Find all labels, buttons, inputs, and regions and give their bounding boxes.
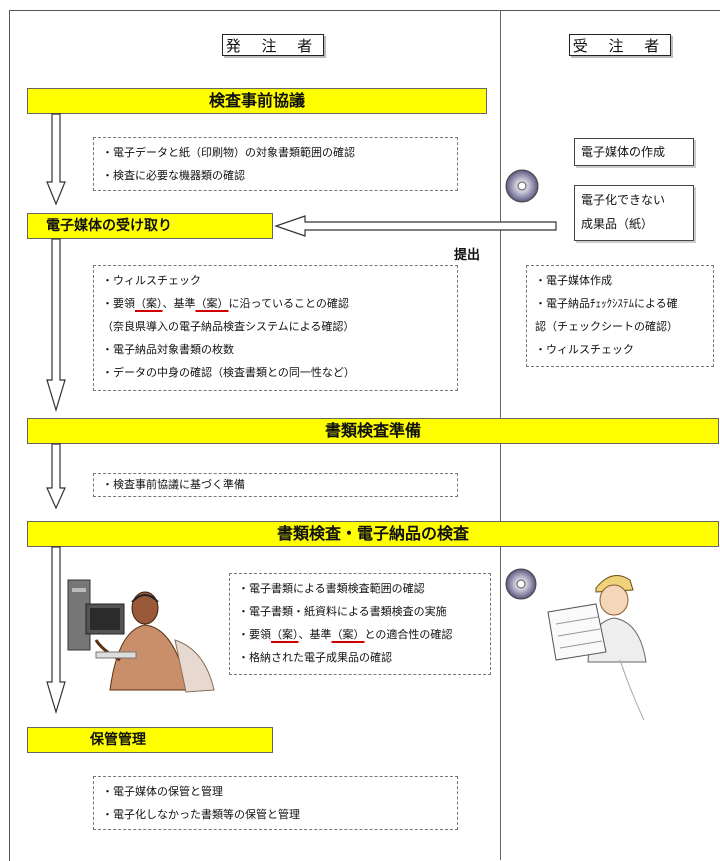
cd-disc-icon bbox=[505, 169, 539, 203]
contractor-checklist: ・電子媒体作成 ・電子納品ﾁｪｯｸｼｽﾃﾑによる確 認（チェックシートの確認） … bbox=[526, 265, 714, 367]
prep-checklist: ・検査事前協議に基づく準備 bbox=[93, 473, 458, 497]
checklist-item: ・データの中身の確認（検査書類との同一性など） bbox=[102, 366, 355, 379]
diagram-frame bbox=[9, 10, 720, 861]
checklist-item: ・検査事前協議に基づく準備 bbox=[102, 478, 245, 491]
down-arrow-4 bbox=[46, 546, 66, 715]
receive-media-checklist: ・ウィルスチェック ・要領（案）、基準（案）に沿っていることの確認 （奈良県導入… bbox=[93, 265, 458, 391]
checklist-item: ・電子化しなかった書類等の保管と管理 bbox=[102, 808, 300, 821]
pre-meeting-checklist: ・電子データと紙（印刷物）の対象書類範囲の確認 ・検査に必要な機器類の確認 bbox=[93, 137, 458, 191]
orderer-header: 発 注 者 bbox=[222, 34, 324, 56]
phase-inspection: 書類検査・電子納品の検査 bbox=[27, 521, 719, 547]
checklist-item: ・電子納品ﾁｪｯｸｼｽﾃﾑによる確 bbox=[535, 297, 678, 310]
checklist-item: ・電子媒体の保管と管理 bbox=[102, 785, 223, 798]
checklist-item: ・ウィルスチェック bbox=[102, 274, 201, 287]
checklist-item: ・ウィルスチェック bbox=[535, 343, 634, 356]
phase-pre-meeting: 検査事前協議 bbox=[27, 88, 487, 114]
text-segment: 、基準 bbox=[162, 297, 196, 310]
contractor-paper-deliverables: 電子化できない 成果品（紙） bbox=[574, 185, 694, 241]
storage-checklist: ・電子媒体の保管と管理 ・電子化しなかった書類等の保管と管理 bbox=[93, 776, 458, 830]
phase-document-prep: 書類検査準備 bbox=[27, 418, 719, 444]
paper-deliverables-line: 成果品（紙） bbox=[581, 217, 654, 231]
draft-term-underlined: （案） bbox=[195, 297, 229, 310]
paper-deliverables-line: 電子化できない bbox=[581, 193, 666, 207]
checklist-item: ・検査に必要な機器類の確認 bbox=[102, 169, 245, 182]
checklist-item: ・電子媒体作成 bbox=[535, 274, 612, 287]
cd-disc-icon bbox=[505, 568, 537, 600]
checklist-note: （奈良県導入の電子納品検査システムによる確認） bbox=[102, 320, 355, 333]
checklist-item: ・電子書類による書類検査範囲の確認 bbox=[238, 582, 425, 595]
phase-receive-media: 電子媒体の受け取り bbox=[27, 213, 273, 239]
checklist-item: ・電子納品対象書類の枚数 bbox=[102, 343, 234, 356]
phase-storage: 保管管理 bbox=[27, 727, 273, 753]
draft-term-underlined: （案） bbox=[331, 628, 365, 641]
checklist-item: ・格納された電子成果品の確認 bbox=[238, 651, 392, 664]
inspection-checklist: ・電子書類による書類検査範囲の確認 ・電子書類・紙資料による書類検査の実施 ・要… bbox=[229, 573, 491, 675]
contractor-create-media-label: 電子媒体の作成 bbox=[581, 145, 666, 159]
down-arrow-1 bbox=[46, 113, 66, 206]
submit-arrow-left bbox=[274, 215, 557, 237]
checklist-item: ・要領（案）、基準（案）に沿っていることの確認 bbox=[102, 292, 449, 315]
text-segment: ・要領 bbox=[102, 297, 135, 310]
text-segment: ・要領 bbox=[238, 628, 271, 641]
checklist-item: 認（チェックシートの確認） bbox=[535, 320, 678, 333]
draft-term-underlined: （案） bbox=[271, 628, 299, 641]
checklist-item: ・電子データと紙（印刷物）の対象書類範囲の確認 bbox=[102, 146, 355, 159]
draft-term-underlined: （案） bbox=[135, 297, 163, 310]
down-arrow-2 bbox=[46, 238, 66, 413]
contractor-create-media: 電子媒体の作成 bbox=[574, 138, 694, 166]
worker-with-blueprint-illustration bbox=[547, 575, 647, 721]
text-segment: との適合性の確認 bbox=[364, 628, 453, 641]
submit-label: 提出 bbox=[454, 248, 481, 263]
down-arrow-3 bbox=[46, 443, 66, 510]
person-at-computer-illustration bbox=[67, 579, 215, 693]
checklist-item: ・電子書類・紙資料による書類検査の実施 bbox=[238, 605, 447, 618]
text-segment: に沿っていることの確認 bbox=[228, 297, 349, 310]
contractor-header: 受 注 者 bbox=[569, 34, 671, 56]
checklist-item: ・要領（案）、基準（案）との適合性の確認 bbox=[238, 623, 482, 646]
text-segment: 、基準 bbox=[298, 628, 332, 641]
